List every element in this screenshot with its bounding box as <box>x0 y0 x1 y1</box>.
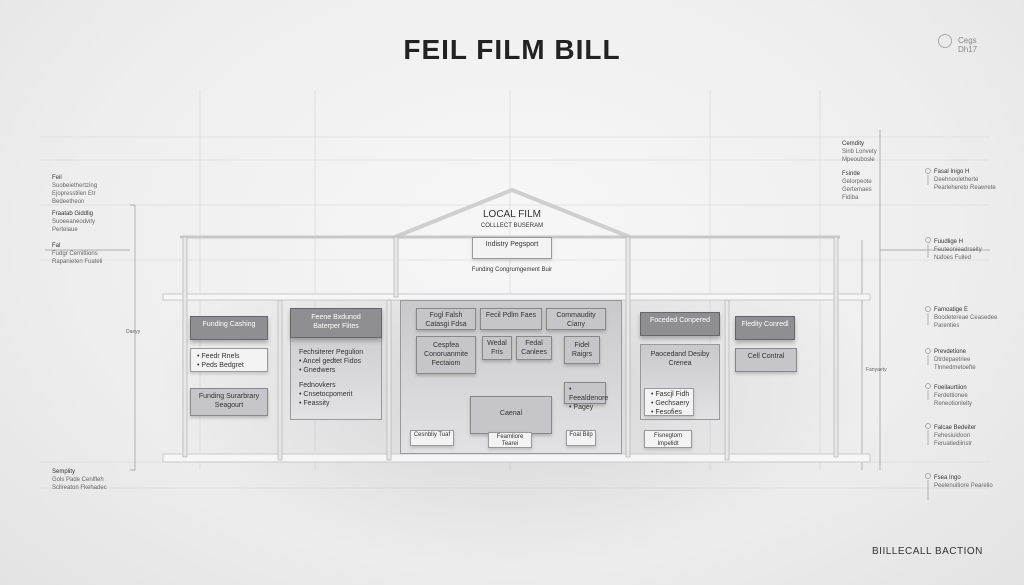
right-note-1-body: Deehnooletherte Pearlehereto Reawrete <box>934 177 996 191</box>
right-note-7-body: Peelenuitiore Pearelio <box>934 483 993 489</box>
right-top-note-1-heading: Cemdity <box>842 141 865 147</box>
page-title: FEIL FILM BILL <box>403 34 621 65</box>
col4-mid-label: Paocedand Desiby Crenea <box>650 351 710 367</box>
logo-icon <box>938 34 952 48</box>
col3-side-box: • Feealdenore • Pagey <box>564 382 608 411</box>
funding-cashing-box: Funding Cashing <box>190 316 268 340</box>
left-note-2: Fraatab Giddlig Suoeeaneodvity Pertelaue <box>52 210 116 234</box>
col4-item-2: • Gechsaery <box>651 400 690 407</box>
col1-item-1: • Feedr Rnels <box>197 353 240 360</box>
feeder-list-box: • Feedr Rnels • Peds Bedgret <box>190 348 268 372</box>
side-label-right: Fanyaety <box>866 367 887 373</box>
col4-item-1: • Fascjl Fidh <box>651 391 690 398</box>
col2-item-1: Fechsiterer Pegulion <box>299 349 364 356</box>
right-note-4-heading: Prevdetione <box>934 349 967 355</box>
corner-text: Cegs Dh17 <box>958 36 978 54</box>
right-note-6: Falcae Bedeiter Fehesiuidoon Feruatiedii… <box>934 424 998 448</box>
side-label-left: Daeyy <box>126 329 141 335</box>
col4-item-3: • Fesofies <box>651 409 682 416</box>
col3-mid-box-2: Wedal Fris <box>482 336 512 360</box>
right-note-5-heading: Foeilaurtiion <box>934 385 967 391</box>
left-note-2-body: Suoeeaneodvity Pertelaue <box>52 219 96 233</box>
col3-mid-box-1: Cespfea Conoruanmite Fectaiom <box>416 336 476 374</box>
left-note-3-body: Fudgr Cemittions Rapanieten Fuateli <box>52 251 103 265</box>
col5-mid-box: Cell Contral <box>735 348 797 372</box>
right-note-3: Famoatige E Boodetereae Ceasedee Parenti… <box>934 306 998 330</box>
col3-bottom-box-3: Foal Bilp <box>566 430 596 446</box>
col3-top-box-2: Fecil Pdlm Faes <box>480 308 542 330</box>
right-note-5-body: Ferdettionee Reneotionleity <box>934 393 973 407</box>
right-top-note-1: Cemdity Sinb Lonvety Mpeoubosle <box>842 140 882 164</box>
col2-item-3: • Gnedwers <box>299 367 336 374</box>
col3-mid-box-4: Fidel Raigrs <box>564 336 600 364</box>
right-note-2-heading: Fuudlige H <box>934 239 964 245</box>
col5-top-box: Fledity Conredl <box>735 316 795 340</box>
right-note-4-body: Dtrdepaetriee Tlnnedmetoefte <box>934 357 976 371</box>
roof-title: LOCAL FILM <box>483 209 541 220</box>
footer-text: BIILLECALL BACTION <box>872 546 983 557</box>
funding-support-box: Funding Surarbrary Seagourt <box>190 388 268 416</box>
col2-header-box: Feene Bxdunod Baterper Flites <box>290 308 382 338</box>
right-note-2: Fuudlige H Feuteonieadrseity Nafoes Fuil… <box>934 238 998 262</box>
funding-management-label: Funding Congrumgement Buir <box>471 267 553 273</box>
right-note-3-body: Boodetereae Ceasedee Parenties <box>934 315 998 329</box>
right-top-note-2-heading: Fsinde <box>842 171 861 177</box>
left-note-4-body: Gols Pade Cenlfleh Scllreaton Fkehadec <box>52 477 107 491</box>
left-note-3: Fal Fudgr Cemittions Rapanieten Fuateli <box>52 242 116 266</box>
col2-list: Fechsiterer Pegulion • Ancel gedtet Fido… <box>293 348 381 408</box>
right-top-note-2: Fsinde Gelorpeote Gertemaes Fidiba <box>842 170 882 202</box>
left-note-4-heading: Semplity <box>52 469 76 475</box>
col3-top-box-1: Fogl Falsh Catasgi Fdsa <box>416 308 476 330</box>
col3-bottom-box-1: Cesnbliy Tuaf <box>410 430 454 446</box>
col2-item-4: Fednovkers <box>299 382 336 389</box>
right-note-7-heading: Fsea Ingo <box>934 475 961 481</box>
right-note-5: Foeilaurtiion Ferdettionee Reneotionleit… <box>934 384 998 408</box>
right-note-6-heading: Falcae Bedeiter <box>934 425 977 431</box>
col3-mid-box-3: Fedal Canlees <box>516 336 552 360</box>
right-note-6-body: Fehesiuidoon Feruatiediinstr <box>934 433 973 447</box>
left-note-2-heading: Fraatab Giddlig <box>52 211 94 217</box>
left-note-4: Semplity Gols Pade Cenlfleh Scllreaton F… <box>52 468 116 492</box>
right-note-4: Prevdetione Dtrdepaetriee Tlnnedmetoefte <box>934 348 998 372</box>
right-note-2-body: Feuteonieadrseity Nafoes Fuiled <box>934 247 982 261</box>
right-note-1-heading: Fasal Inigo H <box>934 169 970 175</box>
col4-bottom-box: Fisnegtom Impelidt <box>644 430 692 448</box>
roof-subtitle: COLLLECT BUSERAM <box>480 223 544 229</box>
left-note-1-body: Suobeiethertzing Ejopresstilen Etr Bedee… <box>52 183 98 205</box>
col3-center-box: Caenal <box>470 396 552 434</box>
right-top-note-2-body: Gelorpeote Gertemaes Fidiba <box>842 179 872 201</box>
col3-bottom-box-2: Feamliore Tearei <box>488 432 532 448</box>
col2-item-2: • Ancel gedtet Fidos <box>299 358 361 365</box>
right-note-1: Fasal Inigo H Deehnooletherte Pearlehere… <box>934 168 998 192</box>
col4-list: • Fascjl Fidh • Gechsaery • Fesofies <box>644 388 694 416</box>
col3-top-box-3: Commaudity Ciany <box>546 308 606 330</box>
col2-item-6: • Feassity <box>299 400 330 407</box>
col2-item-5: • Cnsetocpomerit <box>299 391 353 398</box>
col1-item-2: • Peds Bedgret <box>197 362 244 369</box>
right-note-3-heading: Famoatige E <box>934 307 969 313</box>
left-note-1: Feil Suobeiethertzing Ejopresstilen Etr … <box>52 174 116 206</box>
left-note-3-heading: Fal <box>52 243 61 249</box>
right-note-7: Fsea Ingo Peelenuitiore Pearelio <box>934 474 998 490</box>
industry-support-box: Indistry Pegsport <box>472 237 552 259</box>
col4-top-box: Foceded Conpered <box>640 312 720 336</box>
left-note-1-heading: Feil <box>52 175 62 181</box>
right-top-note-1-body: Sinb Lonvety Mpeoubosle <box>842 149 877 163</box>
